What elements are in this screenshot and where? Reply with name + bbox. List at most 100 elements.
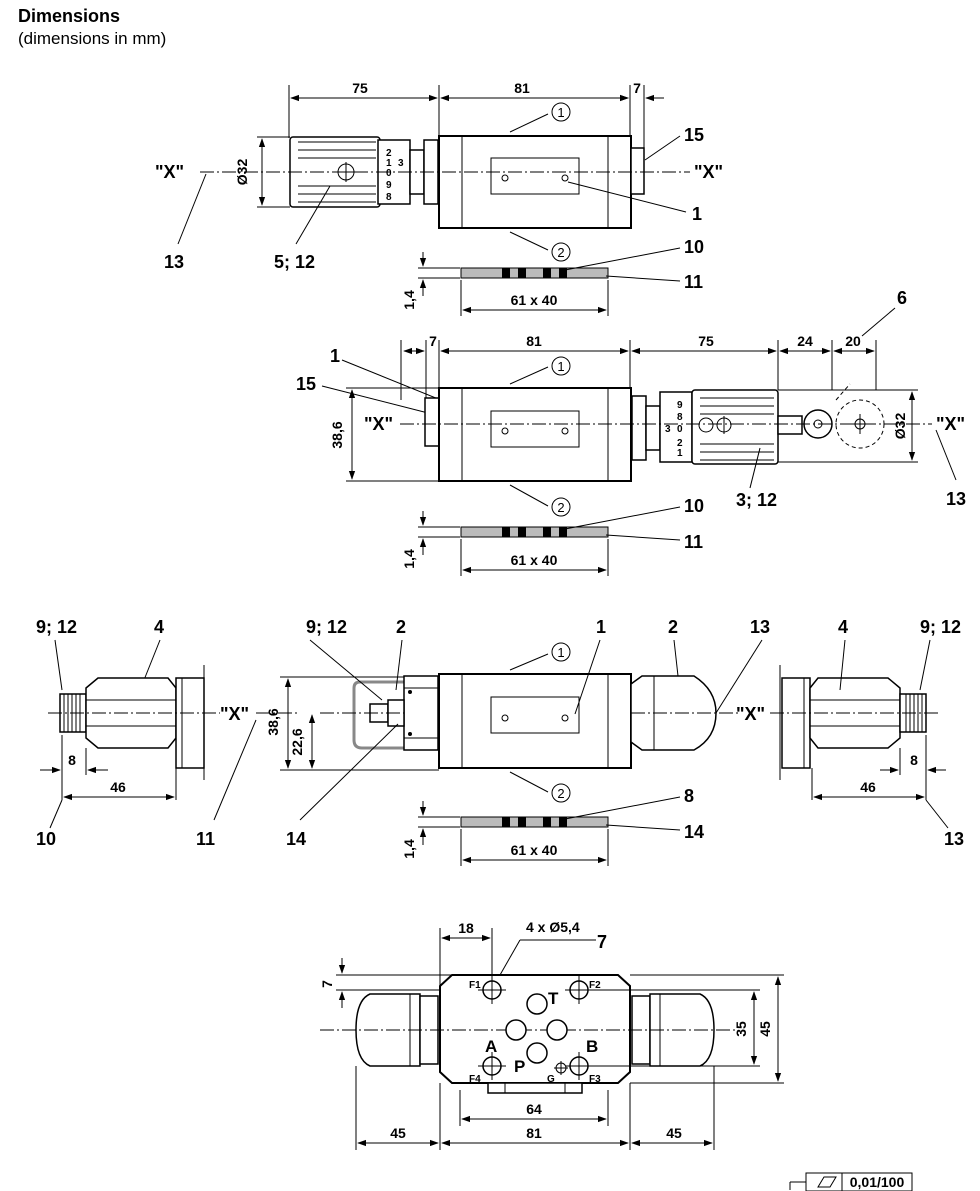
scale-mark: 0 <box>677 424 683 435</box>
scale-drum <box>659 391 693 463</box>
dim-81: 81 <box>514 80 530 96</box>
label-1: 1 <box>596 617 606 637</box>
dim-46-right: 46 <box>860 779 876 795</box>
port-a-center <box>505 1019 527 1041</box>
scale-mark: 9 <box>386 180 392 191</box>
label-2-right: 2 <box>668 617 678 637</box>
valve-body <box>438 387 632 482</box>
label-11: 11 <box>684 532 703 552</box>
nameplate <box>490 410 580 448</box>
circled-2: 2 <box>557 786 564 801</box>
dim-8-right: 8 <box>910 752 918 768</box>
dim-7: 7 <box>319 980 335 988</box>
seal-plate <box>460 816 609 828</box>
label-port-t: T <box>548 989 559 1008</box>
page-header: Dimensions (dimensions in mm) <box>18 4 166 50</box>
valve-body <box>438 673 632 769</box>
label-3-12: 3; 12 <box>736 490 777 510</box>
dim-22-6: 22,6 <box>289 728 305 755</box>
dim-1-4: 1,4 <box>401 549 417 569</box>
scale-mark: 0 <box>386 168 392 179</box>
label-13-bottom: 11 <box>196 829 215 849</box>
label-9-12-right: 9; 12 <box>920 617 961 637</box>
x-marker-right: "X" <box>694 162 723 182</box>
mounting-flange-left <box>175 677 205 769</box>
dim-18: 18 <box>458 920 474 936</box>
scale-mark: 8 <box>386 192 392 203</box>
dim-61x40: 61 x 40 <box>511 842 558 858</box>
scale-mark: 3 <box>665 424 671 435</box>
label-11: 14 <box>684 822 704 842</box>
dim-38-6: 38,6 <box>265 708 281 735</box>
scale-mark: 3 <box>398 158 404 169</box>
dim-20: 20 <box>845 333 861 349</box>
label-6: 6 <box>897 288 907 308</box>
view-1-top-adjustment: 75 81 7 2 1 3 0 9 8 Ø32 <box>155 80 723 316</box>
label-14-right: 13 <box>944 829 964 849</box>
dim-81: 81 <box>526 1125 542 1141</box>
port-p <box>526 1042 548 1064</box>
label-13: 13 <box>164 252 184 272</box>
label-15: 15 <box>684 125 704 145</box>
label-g: G <box>547 1074 555 1085</box>
label-13: 13 <box>946 489 966 509</box>
label-10: 10 <box>684 496 704 516</box>
seal-plate <box>460 526 609 538</box>
view-2-lockable-adjustment: 6 7 81 75 24 20 1 15 38,6 <box>296 288 966 576</box>
label-13-top: 13 <box>750 617 770 637</box>
dim-61x40: 61 x 40 <box>511 292 558 308</box>
label-7: 7 <box>597 932 607 952</box>
circled-2: 2 <box>557 245 564 260</box>
view-4-port-pattern: 18 4 x Ø5,4 7 7 <box>319 919 784 1150</box>
dim-35: 35 <box>733 1021 749 1037</box>
nameplate <box>490 696 580 734</box>
label-8: 14 <box>286 829 306 849</box>
label-1: 1 <box>330 346 340 366</box>
page-subtitle: (dimensions in mm) <box>18 29 167 48</box>
page-title: Dimensions <box>18 6 121 26</box>
flatness-icon <box>817 1176 837 1188</box>
dim-1-4: 1,4 <box>401 839 417 859</box>
mounting-flange-right <box>781 677 811 769</box>
scale-mark: 1 <box>386 158 392 169</box>
dim-7: 7 <box>429 333 437 349</box>
dim-61x40: 61 x 40 <box>511 552 558 568</box>
remote-bracket <box>352 680 404 750</box>
label-10: 8 <box>684 786 694 806</box>
label-f3: F3 <box>589 1074 601 1085</box>
label-2-left: 2 <box>396 617 406 637</box>
dim-45-left: 45 <box>390 1125 406 1141</box>
x-marker-left: "X" <box>364 414 393 434</box>
circled-1: 1 <box>557 105 564 120</box>
dim-1-4: 1,4 <box>401 290 417 310</box>
scale-mark: 9 <box>677 400 683 411</box>
label-port-p: P <box>514 1057 525 1076</box>
lockable-knob <box>691 389 779 465</box>
dim-45-vertical: 45 <box>757 1021 773 1037</box>
dim-75: 75 <box>352 80 368 96</box>
dim-d32: Ø32 <box>234 159 250 186</box>
circled-1: 1 <box>557 359 564 374</box>
scale-mark: 8 <box>677 412 683 423</box>
dim-d32: Ø32 <box>892 413 908 440</box>
label-1: 1 <box>692 204 702 224</box>
label-10: 10 <box>684 237 704 257</box>
dim-24: 24 <box>797 333 813 349</box>
label-14-left: 10 <box>36 829 56 849</box>
dim-38-6: 38,6 <box>329 421 345 448</box>
x-marker-right: "X" <box>936 414 965 434</box>
flatness-tolerance-frame: 0,01/100 <box>789 1172 913 1191</box>
label-11: 11 <box>684 272 703 292</box>
hole-note: 4 x Ø5,4 <box>526 919 580 935</box>
dim-81: 81 <box>526 333 542 349</box>
x-marker-right: "X" <box>736 704 765 724</box>
dim-45-right: 45 <box>666 1125 682 1141</box>
label-port-a: A <box>485 1037 497 1056</box>
label-f1: F1 <box>469 980 481 991</box>
label-port-b: B <box>586 1037 598 1056</box>
label-f2: F2 <box>589 980 601 991</box>
view-3-remote-adjustment: 9; 12 4 9; 12 2 1 2 13 4 9; 12 8 46 10 <box>36 617 964 866</box>
scale-mark: 2 <box>677 438 683 449</box>
valve-body-bottom <box>439 974 631 1084</box>
